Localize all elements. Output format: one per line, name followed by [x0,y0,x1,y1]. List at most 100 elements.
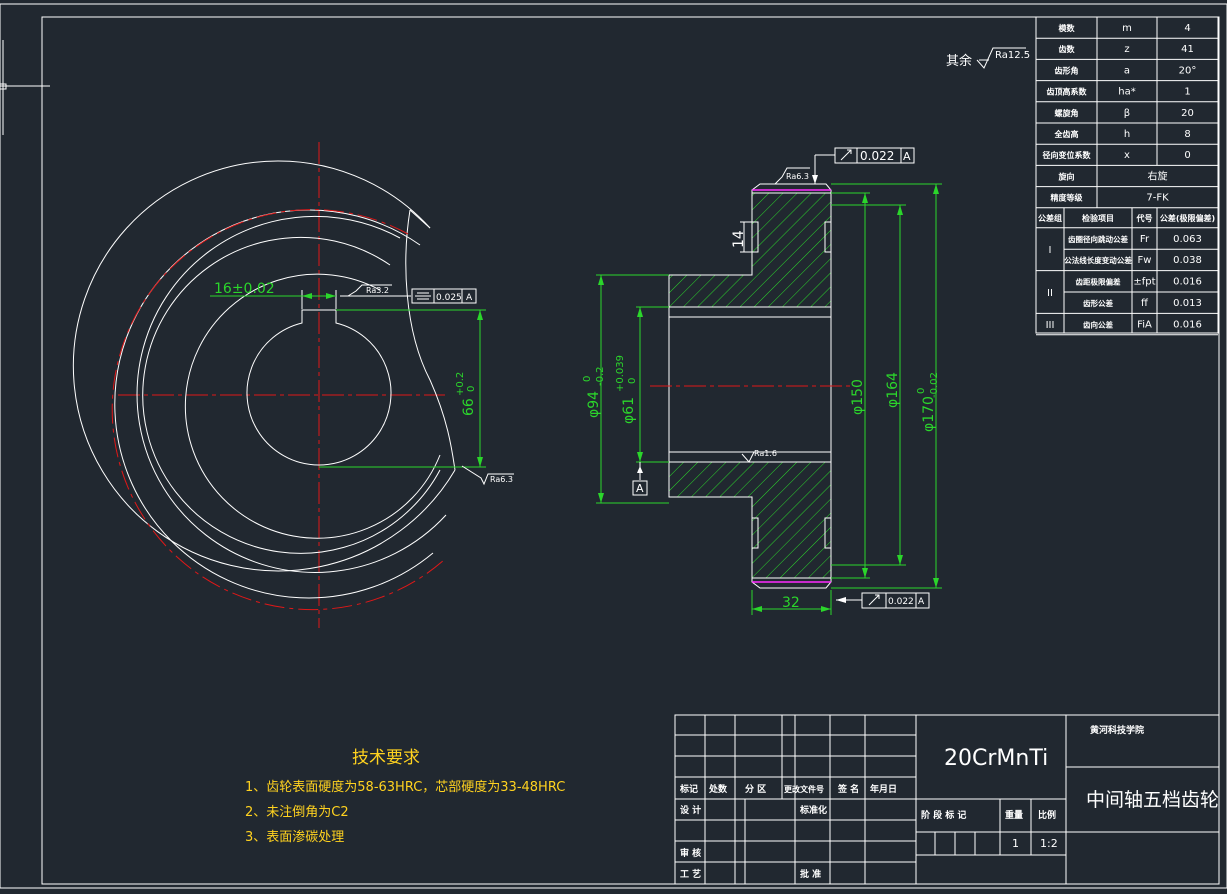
ra-key-bottom: Ra6.3 [490,475,513,484]
upper-section [668,192,832,308]
dim-bore-dia-tol-upper: +0.039 [615,355,626,392]
tol-header-item: 检验项目 [1082,213,1114,223]
dim-tip-dia-tol-upper: 0 [916,388,927,394]
param-name: 齿数 [1059,44,1076,54]
tol-item: 齿向公差 [1083,319,1113,329]
inner-frame [41,16,1220,885]
param-symbol: h [1124,129,1130,140]
tech-req-item: 1、齿轮表面硬度为58-63HRC，芯部硬度为33-48HRC [245,779,565,795]
param-name: 径向变位系数 [1043,150,1092,160]
param-name: 精度等级 [1051,193,1084,203]
tb-date: 年月日 [870,783,897,795]
param-symbol: ha* [1118,87,1135,98]
param-value: 4 [1184,23,1190,34]
tb-approve: 批 准 [800,868,821,880]
tol-code: FiA [1137,319,1152,330]
technical-requirements: 技术要求 1、齿轮表面硬度为58-63HRC，芯部硬度为33-48HRC 2、未… [245,748,565,845]
dim-keyway-depth: 66 [461,398,477,416]
param-name: 模数 [1059,23,1076,33]
dim-bore-dia: φ61 [621,397,637,424]
tol-value: 0.063 [1173,234,1202,245]
param-value: 1 [1184,87,1190,98]
param-value: 41 [1181,44,1194,55]
tol-value: 0.013 [1173,298,1202,309]
tol-header-code: 代号 [1136,213,1153,223]
tb-standard: 标准化 [799,804,827,816]
tb-scale: 比例 [1038,809,1056,821]
web-circle [142,236,441,554]
tb-count: 处数 [708,783,728,795]
tol-group: II [1047,288,1053,299]
tol-value: 0.016 [1173,319,1202,330]
material: 20CrMnTi [944,746,1048,771]
runout-bottom: 0.022 [888,597,914,607]
tb-mark: 标记 [679,783,698,795]
param-name: 齿顶高系数 [1047,87,1088,97]
surface-finish-note: 其余 Ra12.5 [946,47,1030,69]
tb-zone: 分 区 [745,783,766,795]
symmetry-datum: A [466,293,473,303]
tol-header-tol: 公差(极限偏差) [1160,213,1215,223]
tb-sign: 签 名 [837,783,859,795]
break-line [405,209,456,471]
dim-bore-dia-tol-lower: 0 [627,378,638,384]
param-name: 旋向 [1058,171,1075,181]
dim-face-width: 32 [782,595,800,611]
tech-req-item: 3、表面渗碳处理 [245,830,344,845]
tb-design: 设 计 [680,804,701,816]
param-symbol: a [1124,65,1130,76]
outer-frame [0,3,1227,889]
ra-tooth: Ra6.3 [786,172,809,181]
datum-box [632,480,648,496]
surface-note-label: 其余 [946,53,972,69]
param-value: 20° [1179,65,1197,76]
tol-header-group: 公差组 [1038,213,1062,223]
dim-pitch-dia: φ164 [885,372,901,408]
pitch-circle [111,209,445,611]
tb-stage: 阶 段 标 记 [921,809,966,821]
param-name: 齿形角 [1055,65,1079,75]
tb-process: 工 艺 [680,868,701,880]
dim-keyway-depth-tol-upper: +0.2 [455,372,466,396]
param-symbol: m [1122,23,1132,34]
dim-hub-dia-tol-upper: 0 [582,376,593,382]
dim-keyway-width: 16±0.02 [214,281,275,297]
section-view: 14 Ra6.3 0.022 A 0.022 A Ra1.6 32 [582,147,942,615]
param-name: 螺旋角 [1055,108,1079,118]
dim-groove-width: 14 [731,230,747,248]
runout-top: 0.022 [860,149,894,163]
crosshair-cursor-icon [0,40,50,135]
tol-code: Fw [1138,255,1152,266]
tech-req-title: 技术要求 [352,748,420,768]
runout-top-datum: A [903,150,911,163]
tb-weight: 重量 [1005,809,1023,821]
tol-code: ±fpt [1133,277,1155,288]
lower-section [668,461,832,579]
end-view: 16±0.02 Ra3.2 0.025 A 66 +0.2 0 Ra6.3 [72,142,514,628]
tol-item: 齿圈径向跳动公差 [1068,234,1128,244]
bore-ra: Ra1.6 [754,449,777,458]
param-symbol: x [1124,150,1130,161]
dim-keyway-depth-tol-lower: 0 [466,386,477,392]
title-block: 黄河科技学院 20CrMnTi 中间轴五档齿轮 标记 处数 分 区 更改文件号 … [674,714,1220,885]
dim-hub-dia-tol-lower: -0.2 [595,366,606,386]
ra-keyway: Ra3.2 [366,286,389,295]
tol-group: III [1046,320,1055,331]
tb-qty: 1 [1012,837,1019,850]
runout-bottom-datum: A [918,597,925,607]
tech-req-item: 2、未注倒角为C2 [245,805,349,820]
tol-item: 齿形公差 [1083,298,1113,308]
dim-root-dia: φ150 [850,379,866,415]
dim-tip-dia: φ170 [921,396,937,432]
bore-keyway [246,309,392,466]
param-value: 8 [1184,129,1190,140]
tol-item: 公法线长度变动公差 [1064,255,1132,265]
param-symbol: β [1124,108,1130,119]
tol-value: 0.038 [1173,255,1202,266]
tol-code: ff [1141,298,1149,309]
tol-code: Fr [1140,234,1150,245]
tol-group: I [1049,245,1052,256]
groove-left-top [751,221,759,253]
